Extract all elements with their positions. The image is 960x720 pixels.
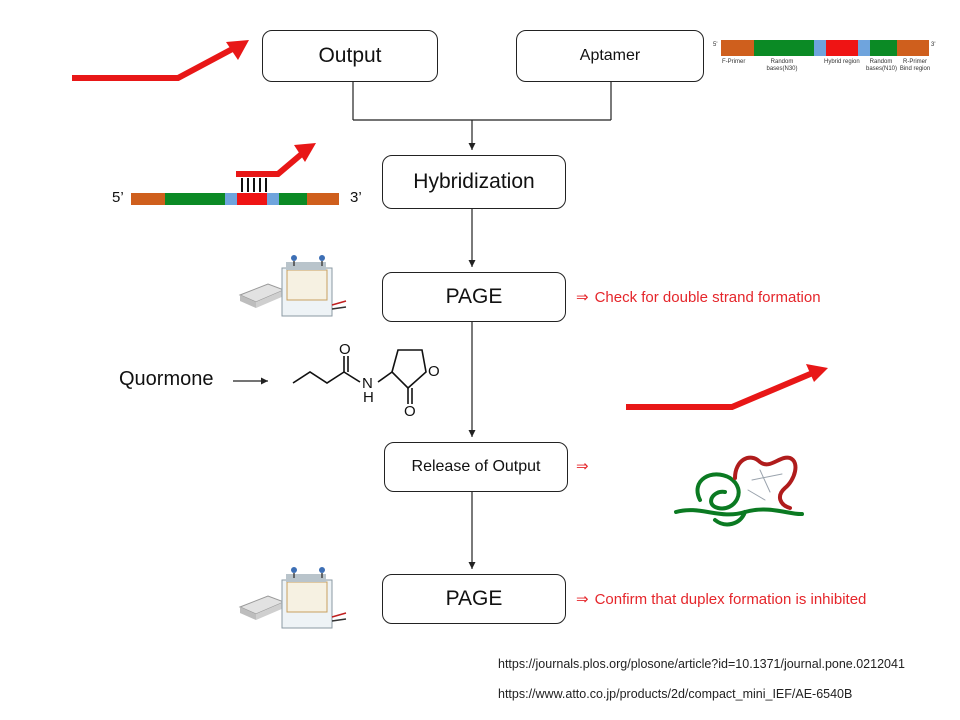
atom-n: N xyxy=(362,375,373,392)
legend-five-prime: 5' xyxy=(713,42,718,48)
reference-link-atto[interactable]: https://www.atto.co.jp/products/2d/compa… xyxy=(498,687,853,701)
legend-random-n30: Random bases(N30) xyxy=(766,59,798,72)
legend-hybrid-region: Hybrid region xyxy=(824,59,860,65)
reference-link-plos[interactable]: https://journals.plos.org/plosone/articl… xyxy=(498,657,905,671)
aptamer-box-label: Aptamer xyxy=(579,47,641,64)
release-box-label: Release of Output xyxy=(411,458,541,475)
output-box: Output xyxy=(262,30,438,82)
hybridization-box: Hybridization xyxy=(382,155,566,209)
implies-arrow-icon: ⇒ xyxy=(576,458,589,475)
output-box-label: Output xyxy=(318,44,382,67)
strand-three-prime-label: 3’ xyxy=(350,189,362,206)
merge-connector xyxy=(352,82,612,121)
hybridization-box-label: Hybridization xyxy=(413,170,535,193)
atom-h: H xyxy=(363,389,374,406)
electrophoresis-apparatus-icon xyxy=(238,567,347,629)
electrophoresis-apparatus-icon xyxy=(238,255,347,317)
quormone-label: Quormone xyxy=(119,368,214,390)
strand-five-prime-label: 5’ xyxy=(112,189,124,206)
legend-r-primer: R-Primer Bind region xyxy=(899,59,931,72)
implies-arrow-icon: ⇒ xyxy=(576,289,589,306)
page-box-1-label: PAGE xyxy=(445,285,503,308)
note-double-strand: ⇒ Check for double strand formation xyxy=(576,288,821,306)
implies-arrow-icon: ⇒ xyxy=(576,591,589,608)
aptamer-structure-bar xyxy=(721,40,929,56)
red-output-arrow-icon xyxy=(72,40,249,81)
atom-o-ring: O xyxy=(428,363,440,380)
page-box-2: PAGE xyxy=(382,574,566,624)
legend-random-n10: Random bases(N10) xyxy=(866,59,898,72)
legend-three-prime: 3' xyxy=(931,42,936,48)
release-box: Release of Output xyxy=(384,442,568,492)
page-box-2-label: PAGE xyxy=(445,587,503,610)
page-box-1: PAGE xyxy=(382,272,566,322)
note-duplex-inhibited-text: Confirm that duplex formation is inhibit… xyxy=(594,591,867,608)
folded-aptamer-icon xyxy=(674,455,804,527)
hybridized-strand xyxy=(131,143,339,205)
note-double-strand-text: Check for double strand formation xyxy=(594,289,821,306)
quormone-molecule-icon xyxy=(292,349,427,404)
note-duplex-inhibited: ⇒ Confirm that duplex formation is inhibi… xyxy=(576,590,866,608)
aptamer-box: Aptamer xyxy=(516,30,704,82)
red-output-arrow-icon xyxy=(626,364,828,410)
note-release: ⇒ xyxy=(576,457,595,475)
atom-o-lactone: O xyxy=(404,403,416,420)
atom-o-carbonyl: O xyxy=(339,341,351,358)
legend-f-primer: F-Primer xyxy=(722,59,746,65)
